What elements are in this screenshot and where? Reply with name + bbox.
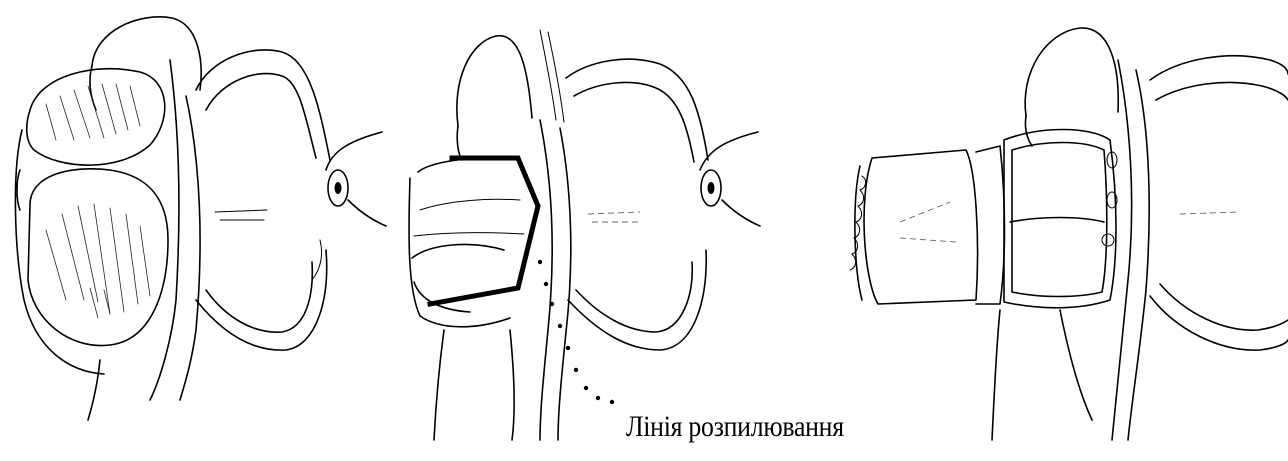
right-arc-upper [1150, 56, 1288, 80]
left-arc-lower [196, 250, 327, 350]
middle-top-bone [457, 36, 532, 126]
middle-left-block [409, 178, 510, 327]
left-upper-oval [27, 69, 165, 165]
right-top-bone [1025, 28, 1118, 116]
cut-outline [430, 158, 538, 304]
right-block-inner [1004, 130, 1116, 308]
right-arc-lower [1150, 296, 1288, 350]
left-top-bone [92, 17, 201, 90]
left-arc-upper [196, 50, 330, 160]
middle-arc-upper [566, 59, 708, 160]
cut-line-label: Лінія розпилювання [626, 408, 844, 446]
left-lower-oval [28, 169, 168, 346]
cut-line-pointer [538, 260, 614, 404]
middle-arc-lower [568, 250, 706, 350]
right-panel [850, 28, 1288, 440]
left-panel [15, 17, 386, 420]
middle-panel [409, 30, 760, 440]
right-block-middle [976, 146, 1005, 304]
right-block-outer [864, 150, 978, 304]
